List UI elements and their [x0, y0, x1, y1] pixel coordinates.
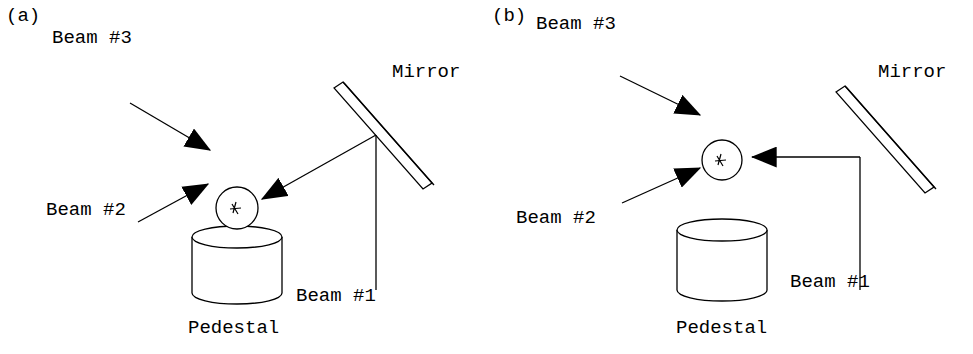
beam-2-b: [622, 168, 700, 203]
beam-1-b: [859, 157, 860, 290]
beam-label: Beam #3: [52, 28, 132, 49]
particle-b: [702, 140, 742, 180]
mirror-a: [334, 82, 434, 189]
beam-1-a: [375, 135, 376, 290]
beam-label: Beam #3: [536, 14, 616, 35]
beam-3-a: [130, 103, 210, 150]
beam-3-b: [620, 76, 700, 115]
part-name: Pedestal: [188, 318, 279, 339]
beam-label: Beam #1: [790, 272, 870, 293]
beam-label: Beam #2: [516, 208, 596, 229]
beam-2-a: [138, 184, 208, 222]
beam-label: Beam #1: [296, 286, 376, 307]
part-name: Pedestal: [676, 318, 767, 339]
panel-letter: (a): [6, 6, 40, 27]
beam-1-reflected-b: [752, 156, 860, 157]
mirror-b: [836, 86, 936, 193]
beam-label: Beam #2: [46, 200, 126, 221]
pedestal-a: [192, 226, 282, 304]
beam-1-reflected-a: [262, 135, 376, 199]
pedestal-b: [677, 219, 767, 301]
particle-a: [216, 187, 258, 229]
part-name: Mirror: [392, 62, 460, 83]
panel-letter: (b): [492, 6, 526, 27]
part-name: Mirror: [878, 62, 946, 83]
